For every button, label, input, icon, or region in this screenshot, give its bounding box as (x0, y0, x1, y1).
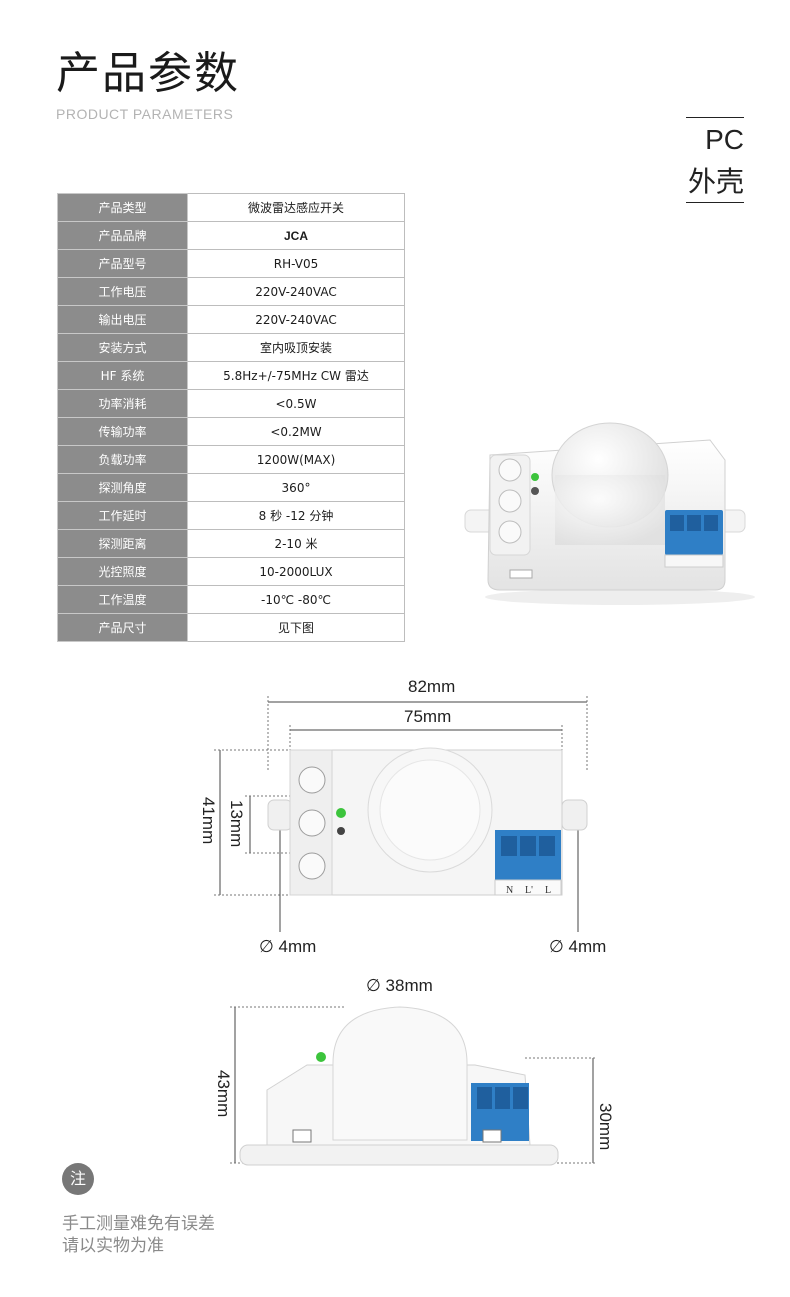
spec-label: 产品类型 (57, 193, 188, 222)
spec-label: 产品品牌 (57, 221, 188, 250)
spec-value: 见下图 (187, 613, 405, 642)
product-photo (464, 422, 755, 605)
led-icon (316, 1052, 326, 1062)
led-icon (531, 473, 539, 481)
table-row: 产品类型微波雷达感应开关 (57, 193, 405, 222)
spec-label: 探测距离 (57, 529, 188, 558)
page-title: 产品参数 (56, 48, 240, 99)
spec-value: 5.8Hz+/-75MHz CW 雷达 (187, 361, 405, 390)
dim-hole-right: ∅ 4mm (549, 937, 607, 956)
spec-label: 探测角度 (57, 473, 188, 502)
spec-label: 工作电压 (57, 277, 188, 306)
dim-dome-diameter: ∅ 38mm (366, 976, 433, 995)
spec-label: 产品尺寸 (57, 613, 188, 642)
spec-label: 光控照度 (57, 557, 188, 586)
spec-value: -10℃ -80℃ (187, 585, 405, 614)
spec-value: <0.5W (187, 389, 405, 418)
spec-label: 工作温度 (57, 585, 188, 614)
spec-value: 220V-240VAC (187, 277, 405, 306)
spec-value: 2-10 米 (187, 529, 405, 558)
terminal-label-n: N (506, 885, 514, 896)
front-dimension-drawing (214, 696, 588, 932)
spec-value: 微波雷达感应开关 (187, 193, 405, 222)
table-row: 传输功率<0.2MW (57, 417, 405, 446)
spec-label: 功率消耗 (57, 389, 188, 418)
page-subtitle: PRODUCT PARAMETERS (56, 106, 234, 122)
spec-value: 室内吸顶安装 (187, 333, 405, 362)
dim-knob-span: 13mm (227, 800, 246, 848)
material-cn: 外壳 (687, 165, 744, 198)
note-badge: 注 (62, 1163, 94, 1195)
note-line-2: 请以实物为准 (62, 1236, 164, 1256)
spec-value: JCA (187, 221, 405, 250)
spec-value: 8 秒 -12 分钟 (187, 501, 405, 530)
spec-value: 10-2000LUX (187, 557, 405, 586)
dim-hole-left: ∅ 4mm (259, 937, 317, 956)
dim-height-total: 41mm (199, 797, 218, 845)
table-row: 工作温度-10℃ -80℃ (57, 585, 405, 614)
spec-value: 360° (187, 473, 405, 502)
spec-value: <0.2MW (187, 417, 405, 446)
terminal-label-lp: L' (525, 885, 533, 896)
spec-label: 工作延时 (57, 501, 188, 530)
spec-value: RH-V05 (187, 249, 405, 278)
material-en: PC (705, 124, 744, 155)
spec-label: 安装方式 (57, 333, 188, 362)
spec-label: HF 系统 (57, 361, 188, 390)
terminal-label-l: L (545, 885, 552, 896)
table-row: 产品尺寸见下图 (57, 613, 405, 642)
spec-value: 1200W(MAX) (187, 445, 405, 474)
led-icon (336, 808, 346, 818)
spec-value: 220V-240VAC (187, 305, 405, 334)
note-line-1: 手工测量难免有误差 (62, 1214, 215, 1234)
table-row: 安装方式室内吸顶安装 (57, 333, 405, 362)
table-row: 功率消耗<0.5W (57, 389, 405, 418)
spec-label: 输出电压 (57, 305, 188, 334)
dim-width-body: 75mm (404, 707, 452, 726)
side-dimension-drawing (230, 1006, 597, 1166)
dim-side-height-body: 30mm (596, 1103, 615, 1151)
dim-width-total: 82mm (408, 677, 456, 696)
spec-label: 传输功率 (57, 417, 188, 446)
material-box: PC 外壳 (686, 117, 744, 203)
spec-label: 负载功率 (57, 445, 188, 474)
spec-label: 产品型号 (57, 249, 188, 278)
dim-side-height-total: 43mm (214, 1070, 233, 1118)
